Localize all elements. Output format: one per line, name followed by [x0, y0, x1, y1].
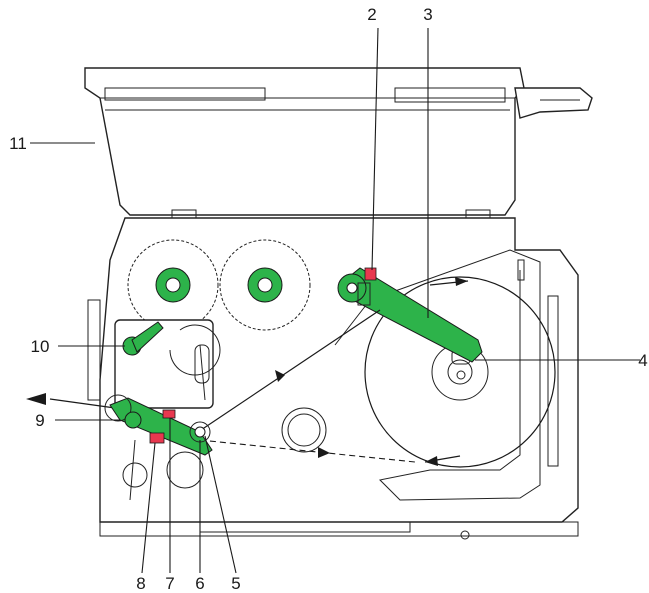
adjust-knob: [364, 267, 377, 281]
printer-cover: [84, 67, 593, 216]
callout-6: 6: [195, 574, 204, 593]
spindle-disk: [281, 407, 327, 453]
ribbon-rewind-hub: [219, 239, 311, 331]
callout-3: 3: [423, 5, 432, 24]
media-roll-area: [334, 249, 556, 501]
leader-lines: [30, 27, 640, 574]
ribbon-supply-hub: [127, 239, 219, 331]
callout-5: 5: [231, 574, 240, 593]
sensor-adjusters: [122, 409, 204, 501]
callout-10: 10: [31, 337, 50, 356]
printhead-lever: [122, 321, 164, 356]
callout-8: 8: [136, 574, 145, 593]
callout-2: 2: [367, 5, 376, 24]
callout-11: 11: [9, 134, 27, 153]
callout-4: 4: [638, 351, 647, 370]
callout-7: 7: [165, 574, 174, 593]
callout-9: 9: [35, 411, 44, 430]
pressure-roller: [104, 394, 142, 429]
media-hold-arm: [337, 267, 483, 363]
printhead-assembly: [114, 319, 221, 409]
